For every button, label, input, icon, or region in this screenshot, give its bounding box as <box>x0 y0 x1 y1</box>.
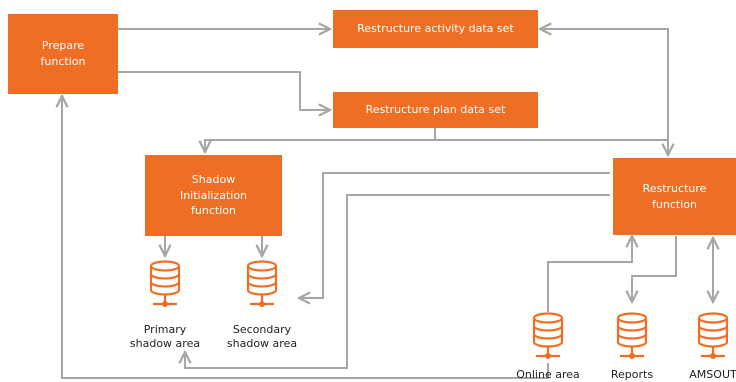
arrow-plan-to-shadow <box>205 128 436 152</box>
reports-label: Reports <box>610 368 654 381</box>
arrow-prepare-to-plan <box>118 71 330 110</box>
arrow-online-to-function <box>547 236 632 312</box>
prepare-function-box: Prepare function <box>8 14 118 94</box>
restructure-plan-label: Restructure plan data set <box>365 103 506 117</box>
database-icon <box>697 312 729 359</box>
primary-shadow-label: Primary shadow area <box>115 323 215 352</box>
arrow-function-to-primary <box>185 194 610 369</box>
database-icon <box>532 312 564 359</box>
arrow-plan-to-function <box>435 139 668 155</box>
restructure-fn-line-1: Restructure <box>642 181 707 195</box>
arrow-bottom-to-prepare <box>62 96 549 379</box>
shadow-init-box: Shadow Initialization function <box>145 155 282 236</box>
restructure-plan-box: Restructure plan data set <box>333 92 538 128</box>
shadow-line-2: Initialization <box>179 188 248 202</box>
database-icon <box>616 312 648 359</box>
secondary-line-2: shadow area <box>226 337 298 351</box>
restructure-function-box: Restructure function <box>613 158 736 235</box>
database-icon <box>246 260 278 307</box>
amsout-label: AMSOUT <box>689 368 736 381</box>
restructure-activity-box: Restructure activity data set <box>333 10 538 48</box>
database-icon <box>149 260 181 307</box>
prepare-line-2: function <box>40 55 86 68</box>
online-area-label: Online area <box>516 368 580 381</box>
primary-line-1: Primary <box>143 323 187 336</box>
arrow-function-to-secondary <box>299 172 610 298</box>
secondary-line-1: Secondary <box>232 323 292 336</box>
shadow-line-1: Shadow <box>191 172 236 186</box>
prepare-line-1: Prepare <box>41 39 85 53</box>
arrow-function-to-reports <box>632 236 677 302</box>
arrow-function-to-activity <box>540 29 669 155</box>
shadow-line-3: function <box>191 204 236 218</box>
primary-line-2: shadow area <box>129 337 201 351</box>
restructure-activity-label: Restructure activity data set <box>357 22 514 36</box>
restructure-fn-line-2: function <box>652 197 697 211</box>
secondary-shadow-label: Secondary shadow area <box>212 323 312 352</box>
